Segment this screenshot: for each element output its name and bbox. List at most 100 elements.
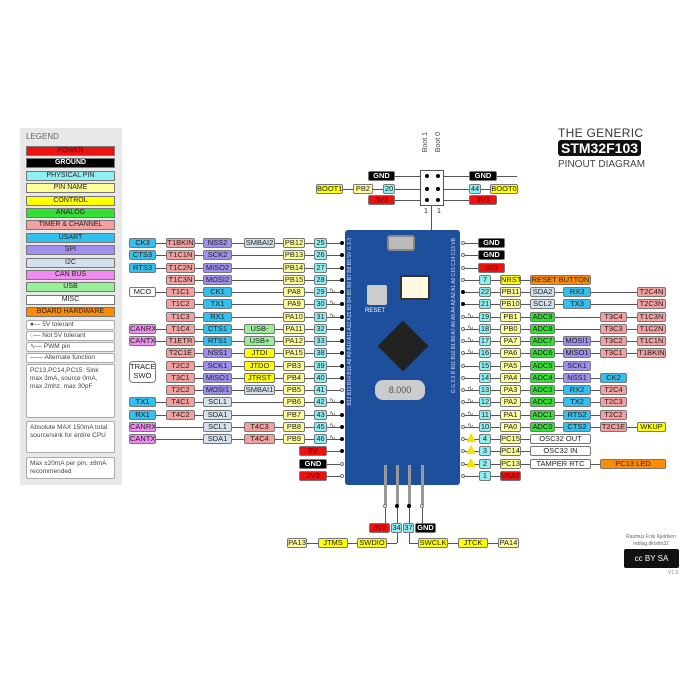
header-pin [421, 465, 424, 505]
swd-pin-dot [383, 504, 387, 508]
reset-button[interactable] [367, 285, 387, 305]
pin-function-spi: MISO2 [203, 263, 232, 273]
connector-line [463, 292, 661, 293]
power-pin-5v: 5V [299, 446, 327, 456]
physical-pin: 4 [479, 434, 491, 444]
pin-function-usart: CK2 [600, 373, 627, 383]
pin-function-i2c: SCL1 [203, 422, 232, 432]
boot1-3v3: 3V3 [368, 195, 395, 205]
pin-function-i2c: SMBAI1 [244, 385, 275, 395]
connector-line [463, 366, 586, 367]
pin-name: PA6 [500, 348, 521, 358]
pin-name: PB8 [283, 422, 305, 432]
pin-function-timer: T1C1N [166, 250, 195, 260]
pin-function-spi: MISO1 [563, 348, 591, 358]
pin-name: PA1 [500, 410, 521, 420]
pin-function-timer: T2C2 [166, 385, 195, 395]
boot-jumpers[interactable] [400, 275, 430, 300]
legend-item-misc: MISC [26, 294, 115, 305]
pin-name: NRST [500, 275, 521, 285]
power-pin-3v3: 3V3 [478, 263, 505, 273]
title-line1: THE GENERIC [558, 126, 644, 140]
5v-tolerant-dot [340, 425, 344, 429]
swd-gnd: GND [415, 523, 436, 533]
pwm-icon: ∿ [467, 347, 474, 356]
connector-line [171, 304, 342, 305]
pwm-icon: ∿ [329, 421, 336, 430]
legend-symbol-label: 5V tolerant [42, 321, 74, 328]
not-5v-tolerant-dot [461, 474, 465, 478]
header-pin [408, 465, 411, 505]
5v-tolerant-dot [340, 351, 344, 355]
connector-line [134, 341, 342, 342]
legend-item-pinname: PIN NAME [26, 183, 115, 194]
pin-function-timer: T1BKIN [637, 348, 666, 358]
connector-line [463, 451, 586, 452]
usb-connector [387, 235, 415, 251]
pin-function-timer: T2C2 [600, 410, 627, 420]
pin-name: PB13 [283, 250, 305, 260]
crystal: 8.000 [375, 380, 425, 400]
pin-function-i2c: SDA1 [203, 434, 232, 444]
physical-pin: 27 [314, 263, 327, 273]
not-5v-tolerant-dot [340, 388, 344, 392]
pin-name: PA12 [283, 336, 305, 346]
jumper-pin [436, 174, 440, 178]
physical-pin: 29 [314, 287, 327, 297]
physical-pin: 32 [314, 324, 327, 334]
connector-line [422, 506, 423, 523]
pin-function-timer: T1C2N [166, 263, 195, 273]
pin-function-spi: MOSI1 [563, 336, 591, 346]
legend-item-control: CONTROL [26, 195, 115, 206]
boot0-3v3: 3V3 [469, 195, 497, 205]
not-5v-tolerant-dot [461, 315, 465, 319]
pin-name: PB11 [500, 287, 521, 297]
pin-name: PB1 [500, 312, 521, 322]
cc-license-badge: cc BY SA [624, 549, 679, 568]
5v-tolerant-dot [340, 253, 344, 257]
pin-name: PA15 [283, 348, 305, 358]
version: V1.0 [668, 570, 679, 576]
pin-function-usart: RX1 [203, 312, 232, 322]
pin-function-timer: T1C2N [637, 324, 666, 334]
legend-symbol-label: Alternate function [44, 354, 96, 361]
physical-pin: 42 [314, 397, 327, 407]
legend-title: LEGEND [26, 132, 59, 141]
physical-pin: 26 [314, 250, 327, 260]
5v-tolerant-dot [340, 400, 344, 404]
pin-function-timer: T1C2 [166, 299, 195, 309]
pin-name: PB4 [283, 373, 305, 383]
physical-pin: 39 [314, 361, 327, 371]
pin-function-timer: T4C2 [166, 410, 195, 420]
physical-pin: 43 [314, 410, 327, 420]
legend-item-ground: GROUND [26, 158, 115, 169]
legend-item-analog: ANALOG [26, 208, 115, 218]
pin-function-spi: NSS2 [203, 238, 232, 248]
title-line3: PINOUT DIAGRAM [558, 159, 646, 170]
pin-function-spi: SCK1 [203, 361, 232, 371]
physical-pin: 10 [479, 422, 491, 432]
connector-line [134, 329, 342, 330]
not-5v-tolerant-dot [461, 462, 465, 466]
pin-name: PA11 [283, 324, 305, 334]
connector-line [409, 533, 410, 543]
connector-line [134, 255, 342, 256]
legend-note-max-current: Absolute MAX 150mA total source/sink for… [26, 421, 115, 453]
swd-3v3: 3V3 [369, 523, 390, 533]
pin-function-analog: ADC9 [530, 312, 555, 322]
pin-function-i2c: SDA2 [530, 287, 555, 297]
pin-function-analog: ADC7 [530, 336, 555, 346]
pin-name: PB14 [283, 263, 305, 273]
pin-name: PA10 [283, 312, 305, 322]
pin-function-usart: TX2 [563, 397, 591, 407]
not-5v-tolerant-dot [461, 376, 465, 380]
pwm-icon: ∿ [467, 335, 474, 344]
not-5v-tolerant-dot [461, 388, 465, 392]
pin-name: PA4 [500, 373, 521, 383]
5v-tolerant-dot [340, 376, 344, 380]
header-pin [396, 465, 399, 505]
pin-function-control: JTDI [244, 348, 275, 358]
legend-symbol-row: ○— Not 5V tolerant [26, 331, 115, 341]
pwm-icon: ∿ [467, 323, 474, 332]
connector-line [463, 268, 478, 269]
